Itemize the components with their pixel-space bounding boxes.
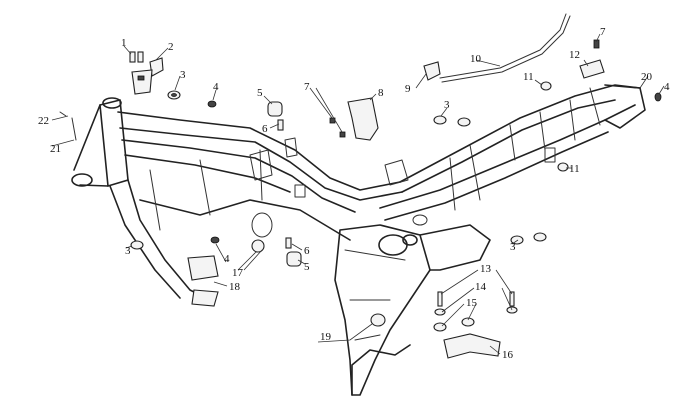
part-9-clamp [423,61,441,81]
part-1-bolts [129,51,136,63]
callout-3d: 3 [510,241,516,253]
part-14-washer [434,308,446,316]
callout-2: 2 [168,41,174,53]
leader-lines [51,33,665,355]
callout-21: 21 [50,143,61,155]
part-4-nut-c [210,236,220,244]
callout-4c: 4 [224,253,230,265]
callout-6b: 6 [304,245,310,257]
callout-3b: 3 [444,99,450,111]
part-11-grommet-b [557,162,569,172]
part-3-grommet-c [130,240,144,250]
upper-main-spar [117,111,401,191]
part-18-bracket [187,255,219,281]
callout-13: 13 [480,263,492,275]
part-19-bushing [370,313,386,327]
part-4-nut-a [207,100,217,108]
callout-18: 18 [229,281,241,293]
part-4-nut-b [654,92,662,102]
part-17-spacer [251,239,265,253]
callout-16: 16 [502,349,514,361]
callout-3: 3 [180,69,186,81]
callout-8: 8 [378,87,384,99]
callout-3c: 3 [125,245,131,257]
callout-7b: 7 [600,26,606,38]
callout-19: 19 [320,331,332,343]
callout-7: 7 [304,81,310,93]
callout-4b: 4 [664,81,670,93]
part-8-bracket [347,97,379,141]
part-10-cable [439,13,567,79]
callout-4: 4 [213,81,219,93]
part-5-mount-a [267,101,283,117]
callout-6: 6 [262,123,268,135]
part-6-bolt-b [285,237,292,249]
callout-22: 22 [38,115,49,127]
callout-5: 5 [257,87,263,99]
part-7-clip-b [593,39,600,49]
part-3-grommet-b [433,115,447,125]
part-13-bolt [437,291,443,307]
callout-9: 9 [405,83,411,95]
part-6-bolt-a [277,119,284,131]
part-22-rod [59,111,67,117]
callout-12: 12 [569,49,580,61]
callout-14: 14 [475,281,487,293]
part-12-bracket [579,59,605,79]
callout-15: 15 [466,297,478,309]
part-21-rod [71,117,77,141]
motorcycle-frame [71,84,646,396]
callout-20: 20 [641,71,653,83]
part-11-grommet-a [540,81,552,91]
callout-11: 11 [523,71,534,83]
callout-labels: 1 2 3 4 5 6 7 8 9 10 7 12 11 20 4 3 11 2… [38,26,670,361]
callout-1: 1 [121,37,127,49]
part-5-mount-b [286,251,302,267]
callout-5b: 5 [304,261,310,273]
callout-17: 17 [232,267,244,279]
part-16-bracket [443,333,501,359]
callout-11b: 11 [569,163,580,175]
down-tube [127,179,211,301]
part-3-grommet-d [510,235,524,245]
loose-parts [59,13,662,359]
callout-10: 10 [470,53,482,65]
